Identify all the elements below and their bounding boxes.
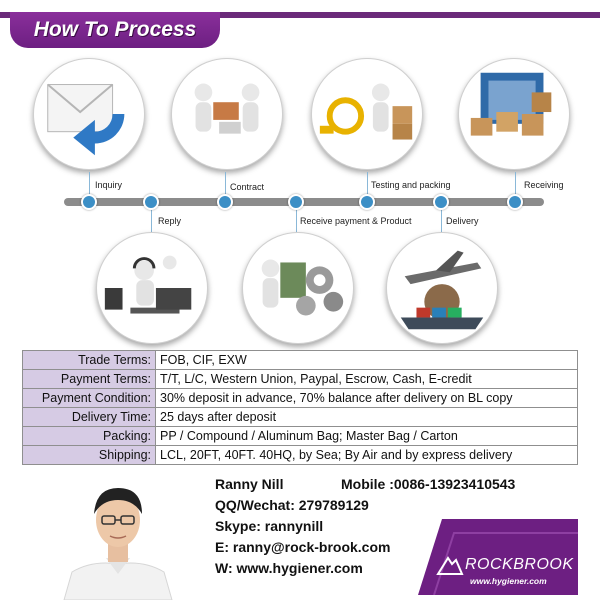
timeline-dot-delivery xyxy=(433,194,449,210)
terms-label: Trade Terms: xyxy=(22,350,156,370)
step-label-contract: Contract xyxy=(230,182,265,192)
terms-value: 25 days after deposit xyxy=(155,407,578,427)
timeline-dot-inquiry xyxy=(81,194,97,210)
header-rule xyxy=(0,12,600,18)
timeline-dot-payment xyxy=(288,194,304,210)
timeline-dot-contract xyxy=(217,194,233,210)
step-label-inquiry: Inquiry xyxy=(95,180,123,190)
terms-value: FOB, CIF, EXW xyxy=(155,350,578,370)
terms-row: Trade Terms: FOB, CIF, EXW xyxy=(22,350,578,370)
terms-row: Payment Terms: T/T, L/C, Western Union, … xyxy=(22,369,578,389)
terms-label: Payment Condition: xyxy=(22,388,156,408)
receiving-image xyxy=(458,58,570,170)
contact-skype: Skype: rannynill xyxy=(215,518,324,534)
timeline-connector xyxy=(367,172,368,202)
timeline-connector xyxy=(515,172,516,202)
contract-image xyxy=(171,58,283,170)
timeline-connector xyxy=(89,172,90,202)
step-label-payment: Receive payment & Product xyxy=(300,216,412,226)
contact-email: E: ranny@rock-brook.com xyxy=(215,539,391,555)
timeline-dot-receiving xyxy=(507,194,523,210)
brand-name: ROCKBROOK xyxy=(465,556,574,573)
step-label-testing: Testing and packing xyxy=(371,180,451,190)
terms-row: Delivery Time: 25 days after deposit xyxy=(22,407,578,427)
header-tab: How To Process xyxy=(10,12,220,48)
contact-mobile: Mobile :0086-13923410543 xyxy=(341,476,516,492)
terms-row: Packing: PP / Compound / Aluminum Bag; M… xyxy=(22,426,578,446)
terms-label: Delivery Time: xyxy=(22,407,156,427)
step-label-receiving: Receiving xyxy=(524,180,564,190)
timeline-dot-testing xyxy=(359,194,375,210)
avatar xyxy=(58,474,178,600)
contact-name: Ranny Nill xyxy=(215,476,284,492)
terms-row: Shipping: LCL, 20FT, 40FT. 40HQ, by Sea;… xyxy=(22,445,578,465)
delivery-image xyxy=(386,232,498,344)
contact-website: W: www.hygiener.com xyxy=(215,560,363,576)
step-label-delivery: Delivery xyxy=(446,216,479,226)
terms-label: Shipping: xyxy=(22,445,156,465)
terms-value: PP / Compound / Aluminum Bag; Master Bag… xyxy=(155,426,578,446)
brand-url: www.hygiener.com xyxy=(470,576,547,586)
timeline-connector xyxy=(151,202,152,232)
inquiry-image xyxy=(33,58,145,170)
terms-label: Payment Terms: xyxy=(22,369,156,389)
terms-table: Trade Terms: FOB, CIF, EXW Payment Terms… xyxy=(22,350,578,465)
page-title: How To Process xyxy=(33,18,197,41)
timeline-bar xyxy=(64,198,544,206)
terms-row: Payment Condition: 30% deposit in advanc… xyxy=(22,388,578,408)
terms-value: T/T, L/C, Western Union, Paypal, Escrow,… xyxy=(155,369,578,389)
reply-image xyxy=(96,232,208,344)
timeline-connector xyxy=(296,202,297,232)
terms-value: LCL, 20FT, 40FT. 40HQ, by Sea; By Air an… xyxy=(155,445,578,465)
timeline-dot-reply xyxy=(143,194,159,210)
contact-qq: QQ/Wechat: 279789129 xyxy=(215,497,369,513)
timeline-connector xyxy=(225,172,226,202)
step-label-reply: Reply xyxy=(158,216,182,226)
testing-image xyxy=(311,58,423,170)
payment-image xyxy=(242,232,354,344)
rockbrook-logo-icon xyxy=(436,556,464,575)
timeline-connector xyxy=(441,202,442,232)
terms-value: 30% deposit in advance, 70% balance afte… xyxy=(155,388,578,408)
terms-label: Packing: xyxy=(22,426,156,446)
